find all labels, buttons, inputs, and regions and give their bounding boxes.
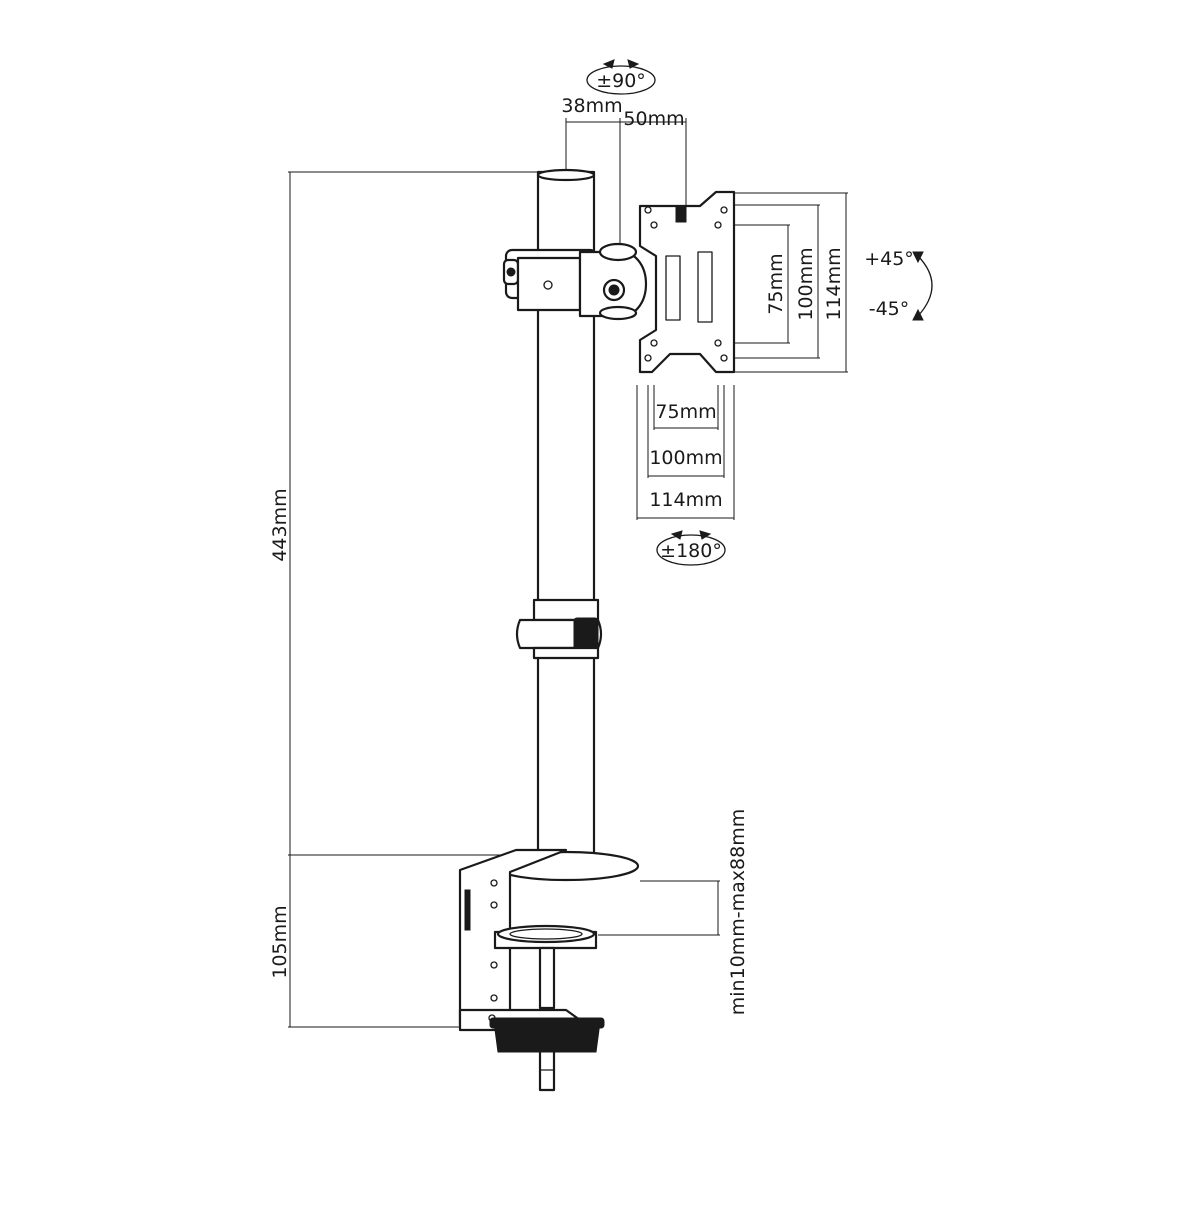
vesa-h-100-label: 100mm [649,447,722,469]
vesa-plate [638,190,736,374]
arm-offset-b-label: 50mm [623,108,684,130]
arm-clamp [502,242,648,321]
rotation-arrow-icon [586,59,656,95]
dimension-lines [288,118,848,1028]
vesa-v-75-label: 75mm [765,253,787,314]
vesa-h-75-label: 75mm [655,401,716,423]
tilt-down-label: -45° [869,298,910,320]
arm-offset-a-label: 38mm [561,95,622,117]
swivel-label: ±90° [596,70,646,92]
rotate-label: ±180° [660,540,722,562]
vesa-v-100-label: 100mm [795,247,817,320]
clamp-height-label: 105mm [269,905,291,978]
tilt-up-label: +45° [864,248,914,270]
height-adjust-knob [515,617,603,660]
rotation-arrow-icon [656,530,726,566]
pole [532,168,600,867]
vesa-h-114-label: 114mm [649,489,722,511]
total-height-label: 443mm [269,488,291,561]
vesa-v-114-label: 114mm [823,247,845,320]
tilt-arrow-icon [912,251,933,321]
clamp-screw-knob [489,1017,605,1092]
desk-thickness-label: min10mm-max88mm [727,809,749,1015]
desk-clamp [458,848,640,1032]
